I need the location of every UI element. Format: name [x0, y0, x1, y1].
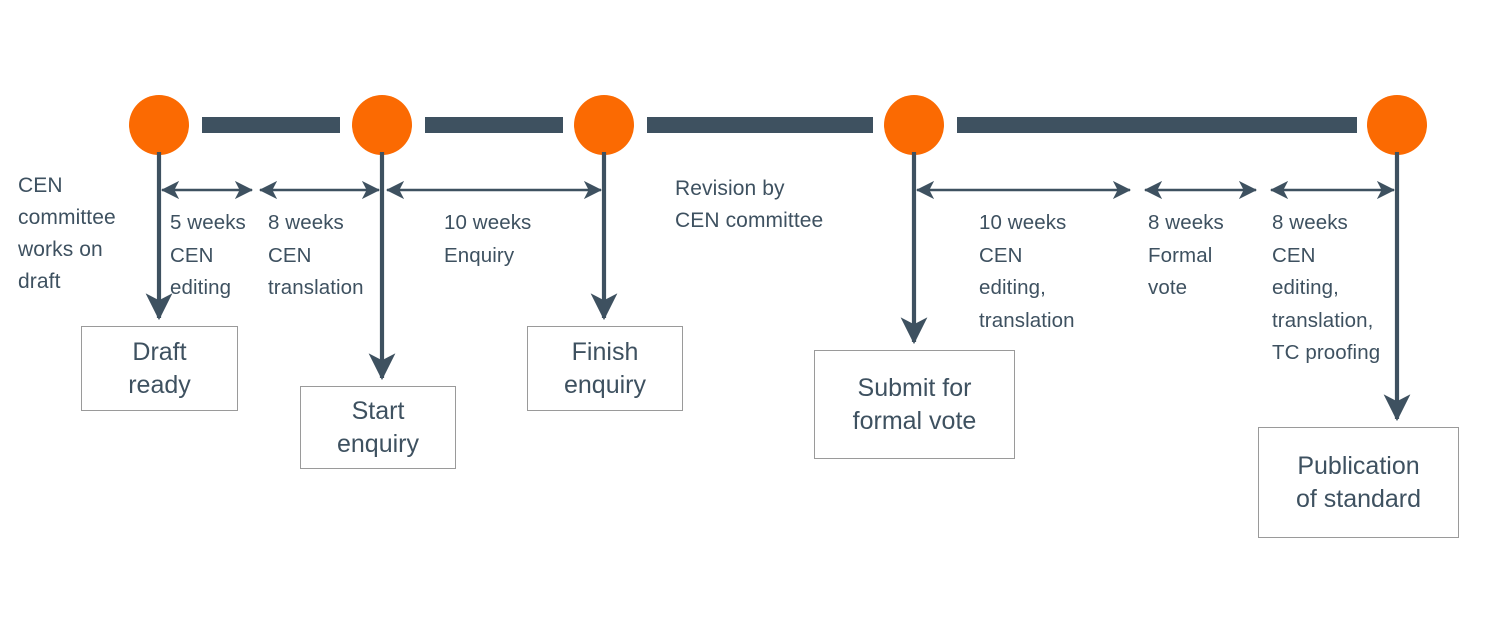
milestone-box-draft-ready: Draft ready	[81, 326, 238, 411]
segment-label-formal-vote: 8 weeks Formal vote	[1148, 211, 1224, 299]
milestone-circles	[129, 95, 1427, 155]
note-cen-committee-draft: CEN committee works on draft	[18, 174, 116, 293]
milestone-box-submit-formal-vote: Submit for formal vote	[814, 350, 1015, 459]
drop-lines	[145, 152, 1411, 422]
milestone-box-publication: Publication of standard	[1258, 427, 1459, 538]
segment-label-cen-translation: 8 weeks CEN translation	[268, 211, 364, 299]
segment-label-enquiry: 10 weeks Enquiry	[444, 211, 532, 267]
formal-vote-node	[884, 95, 944, 155]
segment-label-cen-proofing: 8 weeks CEN editing, translation, TC pro…	[1272, 211, 1381, 364]
segment-label-cen-editing-translation: 10 weeks CEN editing, translation	[979, 211, 1075, 332]
publication-node	[1367, 95, 1427, 155]
segment-label-cen-editing: 5 weeks CEN editing	[170, 211, 246, 299]
timeline-bar-3	[647, 117, 873, 133]
note-revision-cen-committee: Revision by CEN committee	[675, 177, 824, 232]
milestone-box-finish-enquiry: Finish enquiry	[527, 326, 683, 411]
timeline-bar-4	[957, 117, 1357, 133]
timeline-bar-2	[425, 117, 563, 133]
finish-enquiry-node	[574, 95, 634, 155]
timeline-bars	[202, 117, 1357, 133]
draft-ready-node	[129, 95, 189, 155]
start-enquiry-node	[352, 95, 412, 155]
milestone-box-start-enquiry: Start enquiry	[300, 386, 456, 469]
timeline-bar-1	[202, 117, 340, 133]
